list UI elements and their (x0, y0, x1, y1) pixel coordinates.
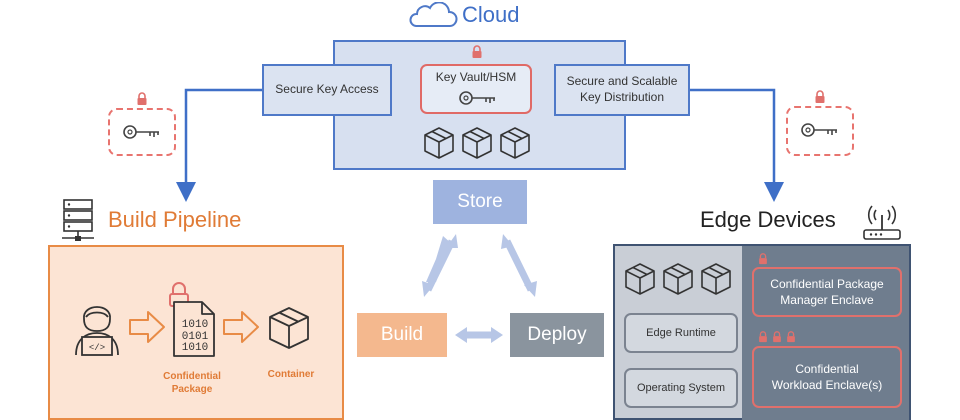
key-icon (123, 125, 159, 139)
key-vault-label: Key Vault/HSM (435, 70, 517, 84)
cloud-icon (409, 2, 458, 27)
edge-runtime-label: Edge Runtime (646, 327, 716, 339)
key-icon (459, 91, 495, 105)
binary-text: 1010 0101 1010 (178, 319, 212, 355)
lock-icon (759, 331, 767, 343)
secure-key-access-box: Secure Key Access (262, 64, 392, 116)
document-icon (173, 301, 215, 357)
svg-text:</>: </> (89, 343, 105, 353)
build-step: Build (357, 313, 447, 357)
edge-runtime-box: Edge Runtime (624, 313, 738, 353)
operating-system-box: Operating System (624, 368, 738, 408)
workload-enclave-line1: Confidential (795, 361, 859, 376)
container-label: Container (267, 369, 315, 380)
package-enclave-line2: Manager Enclave (780, 293, 874, 307)
operating-system-label: Operating System (636, 382, 726, 394)
lock-icon (787, 331, 795, 343)
build-key-box (108, 108, 176, 156)
binary-line: 1010 (181, 319, 209, 331)
deploy-label: Deploy (527, 324, 587, 345)
package-box-icon (462, 127, 492, 159)
cloud-title: Cloud (462, 2, 520, 27)
developer-icon: </> (75, 306, 119, 356)
build-label: Build (380, 324, 424, 345)
lock-icon (472, 45, 482, 58)
arrow-right-icon (129, 311, 165, 343)
package-box-icon (625, 263, 655, 295)
store-step: Store (433, 180, 527, 224)
package-box-icon (424, 127, 454, 159)
store-label: Store (457, 191, 503, 212)
binary-line: 1010 (181, 342, 209, 355)
arrow-to-edge-devices (690, 88, 784, 202)
key-distribution-box: Secure and Scalable Key Distribution (554, 64, 690, 116)
workload-enclave-line2: Workload Enclave(s) (771, 378, 883, 392)
deploy-step: Deploy (510, 313, 604, 357)
workload-enclave: Confidential Workload Enclave(s) (752, 346, 902, 408)
key-distribution-line1: Secure and Scalable (566, 74, 678, 89)
lock-icon (773, 331, 781, 343)
container-box-icon (269, 307, 309, 349)
package-box-icon (663, 263, 693, 295)
package-box-icon (500, 127, 530, 159)
lock-icon (137, 92, 147, 105)
key-icon (801, 123, 837, 137)
lock-icon (759, 253, 767, 265)
secure-key-access-label: Secure Key Access (275, 82, 379, 97)
package-box-icon (701, 263, 731, 295)
build-pipeline-title: Build Pipeline (108, 207, 242, 232)
router-icon (863, 205, 901, 240)
server-icon (62, 199, 94, 241)
confidential-package-line1: Confidential (163, 371, 221, 382)
key-distribution-line2: Key Distribution (579, 90, 665, 104)
arrow-right-icon (223, 311, 259, 343)
arrow-to-build-pipeline (176, 88, 262, 202)
confidential-package-line2: Package (171, 384, 213, 395)
package-enclave-line1: Confidential Package (770, 276, 884, 291)
store-build-link (424, 239, 456, 292)
store-deploy-link (503, 239, 535, 292)
edge-key-box (786, 106, 854, 156)
enclave-area (742, 246, 909, 420)
package-manager-enclave: Confidential Package Manager Enclave (752, 267, 902, 317)
binary-line: 0101 (181, 330, 209, 343)
lock-icon (815, 90, 825, 103)
confidential-package-label: Confidential Package (150, 370, 234, 396)
edge-devices-title: Edge Devices (700, 207, 836, 232)
key-vault-box (420, 64, 532, 114)
